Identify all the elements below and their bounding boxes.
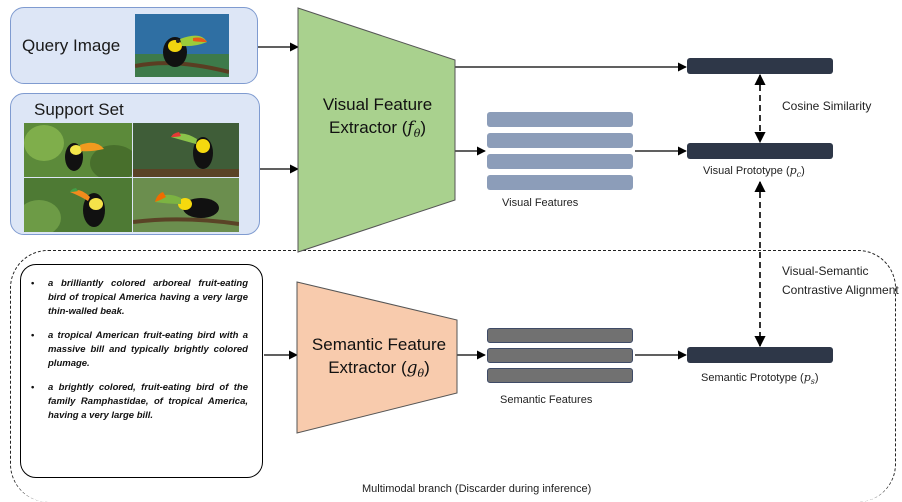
description-item-3: • a brightly colored, fruit-eating bird o…: [31, 381, 248, 423]
semantic-prototype-caption: Semantic Prototype (ps): [701, 371, 819, 386]
semantic-prototype-bar: [687, 347, 833, 363]
visual-feature-bar-3: [487, 154, 633, 169]
bullet-icon: •: [31, 382, 35, 393]
semantic-features-caption: Semantic Features: [500, 394, 593, 406]
bullet-icon: •: [31, 278, 35, 289]
visual-feature-extractor-shape: [297, 7, 456, 253]
description-text-3: a brightly colored, fruit-eating bird of…: [48, 382, 248, 421]
description-text-1: a brilliantly colored arboreal fruit-eat…: [48, 278, 248, 317]
semantic-extractor-sub: θ: [417, 367, 425, 381]
semantic-prototype-symbol: p: [803, 371, 811, 384]
description-item-2: • a tropical American fruit-eating bird w…: [31, 329, 248, 371]
semantic-extractor-line2: Extractor (: [328, 358, 407, 377]
visual-feature-bar-2: [487, 133, 633, 148]
support-toucan-photo-3: [24, 178, 132, 232]
visual-prototype-symbol: p: [789, 164, 797, 177]
support-toucan-photo-1: [24, 123, 132, 177]
cosine-similarity-label: Cosine Similarity: [782, 99, 872, 113]
semantic-feature-extractor-label: Semantic Feature Extractor (gθ): [300, 333, 458, 385]
support-set-label: Support Set: [34, 100, 124, 119]
class-description-panel: • a brilliantly colored arboreal fruit-ea…: [20, 264, 263, 478]
semantic-extractor-close: ): [424, 358, 430, 377]
semantic-prototype-close: ): [814, 372, 819, 384]
visual-extractor-close: ): [420, 118, 426, 137]
visual-prototype-close: ): [801, 165, 805, 177]
branch-caption: Multimodal branch (Discarder during infe…: [362, 483, 592, 495]
alignment-label-line1: Visual-Semantic: [782, 264, 869, 278]
support-toucan-photo-4: [133, 178, 239, 232]
visual-extractor-sub: θ: [413, 127, 421, 141]
visual-feature-extractor-label: Visual Feature Extractor (fθ): [300, 93, 455, 145]
visual-prototype-bar: [687, 143, 833, 159]
query-prototype-bar: [687, 58, 833, 74]
semantic-feature-bar-1: [487, 328, 633, 343]
semantic-prototype-prefix: Semantic Prototype (: [701, 372, 804, 384]
query-toucan-photo: [135, 14, 229, 77]
visual-prototype-caption: Visual Prototype (pc): [703, 164, 805, 179]
visual-feature-bar-4: [487, 175, 633, 190]
description-item-1: • a brilliantly colored arboreal fruit-ea…: [31, 277, 248, 319]
multimodal-branch-region: [10, 250, 896, 502]
semantic-feature-extractor-shape: [296, 281, 458, 434]
visual-extractor-line2: Extractor (: [329, 118, 408, 137]
semantic-extractor-line1: Semantic Feature: [311, 335, 447, 354]
bullet-icon: •: [31, 330, 35, 341]
visual-prototype-sub: c: [796, 170, 802, 180]
alignment-label-line2: Contrastive Alignment: [782, 283, 899, 297]
visual-features-caption: Visual Features: [502, 197, 579, 209]
visual-prototype-prefix: Visual Prototype (: [703, 165, 790, 177]
support-toucan-photo-2: [133, 123, 239, 177]
semantic-extractor-symbol: g: [406, 358, 418, 378]
semantic-feature-bar-2: [487, 348, 633, 363]
semantic-feature-bar-3: [487, 368, 633, 383]
description-text-2: a tropical American fruit-eating bird wi…: [48, 330, 248, 369]
semantic-prototype-sub: s: [810, 377, 815, 387]
visual-extractor-symbol: f: [407, 118, 414, 138]
visual-feature-bar-1: [487, 112, 633, 127]
query-image-label: Query Image: [22, 36, 121, 55]
visual-extractor-line1: Visual Feature: [322, 95, 433, 114]
